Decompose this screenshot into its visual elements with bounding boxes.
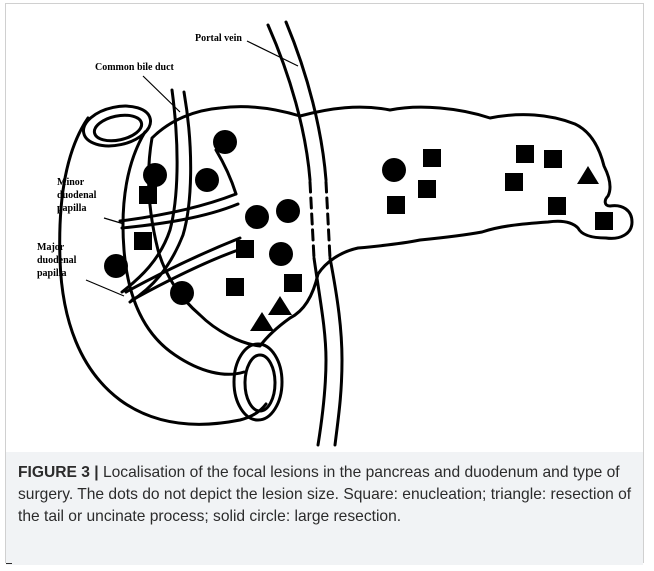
lesion-square	[516, 145, 534, 163]
lesion-circle	[269, 242, 293, 266]
lesion-circle	[143, 163, 167, 187]
lesion-square	[236, 240, 254, 258]
lesion-square	[284, 274, 302, 292]
lesion-square	[139, 186, 157, 204]
duodenum-lower-ring	[234, 344, 282, 420]
figure-caption-text: Localisation of the focal lesions in the…	[18, 464, 631, 525]
minor-papilla-label-line2: duodenal	[57, 190, 97, 201]
square-markers	[134, 145, 613, 296]
lesion-circle	[245, 205, 269, 229]
minor-papilla-label-line1: Minor	[57, 177, 85, 188]
major-papilla-label-line2: duodenal	[37, 255, 77, 266]
lesion-square	[595, 212, 613, 230]
lesion-circle	[276, 199, 300, 223]
portal-vein	[268, 22, 342, 445]
lesion-triangle	[577, 166, 599, 184]
lesion-square	[226, 278, 244, 296]
common-bile-duct-label: Common bile duct	[95, 62, 175, 73]
lesion-circle	[104, 254, 128, 278]
figure-caption: FIGURE 3 | Localisation of the focal les…	[6, 452, 643, 565]
lesion-triangle	[268, 296, 292, 315]
lesion-square	[134, 232, 152, 250]
major-papilla-label-line3: papilla	[37, 268, 66, 279]
lesion-circle	[213, 130, 237, 154]
lesion-circle	[382, 158, 406, 182]
lesion-square	[418, 180, 436, 198]
major-papilla-label-line1: Major	[37, 242, 65, 253]
lesion-square	[548, 197, 566, 215]
lesion-square	[544, 150, 562, 168]
lesion-square	[505, 173, 523, 191]
lesion-circle	[195, 168, 219, 192]
lesion-square	[423, 149, 441, 167]
duodenum-upper-ring	[80, 100, 154, 151]
figure-caption-label: FIGURE 3 |	[18, 464, 99, 481]
lesion-circle	[170, 281, 194, 305]
pancreas-diagram: Portal vein Common bile duct Minor duode…	[0, 0, 654, 452]
lesion-square	[387, 196, 405, 214]
minor-papilla-duct	[120, 150, 238, 228]
caption-bottom-rule	[6, 563, 12, 564]
portal-vein-label: Portal vein	[195, 33, 242, 44]
minor-papilla-label-line3: papilla	[57, 203, 86, 214]
